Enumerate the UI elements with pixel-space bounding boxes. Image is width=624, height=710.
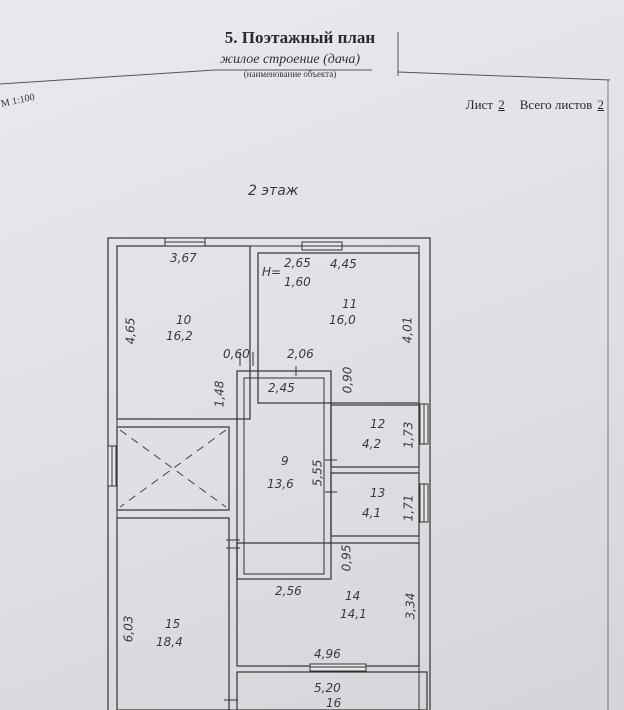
dim-1-73: 1,73 <box>401 421 416 449</box>
room-15-number: 15 <box>165 617 181 631</box>
dim-2-45: 2,45 <box>268 381 295 395</box>
dim-4-65: 4,65 <box>123 317 138 345</box>
header-line-right <box>397 71 611 81</box>
dim-5-20: 5,20 <box>314 681 341 695</box>
dim-2-56: 2,56 <box>275 584 302 598</box>
room-11-outline <box>257 252 420 404</box>
header-line-left <box>0 69 216 85</box>
room-15-outline <box>116 517 230 710</box>
room-10-number: 10 <box>176 313 192 327</box>
room-15-area: 18,4 <box>156 635 183 649</box>
dim-0-90: 0,90 <box>340 366 355 394</box>
dim-2-06: 2,06 <box>287 347 314 361</box>
stair-cross-b <box>119 429 227 508</box>
dim-4-45: 4,45 <box>330 257 357 271</box>
room-11-area: 16,0 <box>329 313 356 327</box>
room-12-number: 12 <box>370 417 386 431</box>
object-name: жилое строение (дача) <box>219 52 361 67</box>
dim-3-34: 3,34 <box>403 592 418 620</box>
dim-1-48: 1,48 <box>212 380 227 408</box>
room-12-outline <box>330 404 420 468</box>
height-prefix: H= <box>262 265 282 279</box>
room-13-number: 13 <box>370 486 386 500</box>
room-12-area: 4,2 <box>362 437 382 451</box>
room-9-number: 9 <box>281 454 289 468</box>
sheet-number: 2 <box>498 97 505 112</box>
sheet-label: Лист <box>465 97 493 112</box>
stair-cross-a <box>119 429 227 508</box>
dim-4-01: 4,01 <box>400 316 415 344</box>
room-16-number: 16 <box>326 696 342 710</box>
dim-6-03: 6,03 <box>121 615 136 643</box>
room-14-number: 14 <box>345 589 361 603</box>
sheet-info: Лист 2 Всего листов 2 <box>464 97 604 113</box>
room-14-area: 14,1 <box>340 607 367 621</box>
dim-0-60: 0,60 <box>223 347 250 361</box>
height-top: 2,65 <box>284 256 311 270</box>
object-caption: (наименование объекта) <box>243 69 337 79</box>
room-13-area: 4,1 <box>362 506 382 520</box>
dim-1-71: 1,71 <box>401 494 416 522</box>
room-13-outline <box>330 472 420 537</box>
room-10-area: 16,2 <box>166 329 193 343</box>
floor-label: 2 этаж <box>248 183 299 199</box>
dim-5-55: 5,55 <box>310 459 325 487</box>
room-16-outline <box>236 671 428 710</box>
height-bottom: 1,60 <box>284 275 311 289</box>
room-11-number: 11 <box>342 297 358 311</box>
dim-3-67: 3,67 <box>170 251 197 265</box>
stair-outline <box>116 426 230 511</box>
room-9-area: 13,6 <box>267 477 294 491</box>
plan-title: 5. Поэтажный план <box>224 28 376 47</box>
room-9-inner <box>243 377 325 575</box>
dim-0-95: 0,95 <box>339 544 354 572</box>
total-label: Всего листов <box>519 97 593 112</box>
dim-4-96: 4,96 <box>314 647 341 661</box>
total-sheets: 2 <box>597 97 605 112</box>
